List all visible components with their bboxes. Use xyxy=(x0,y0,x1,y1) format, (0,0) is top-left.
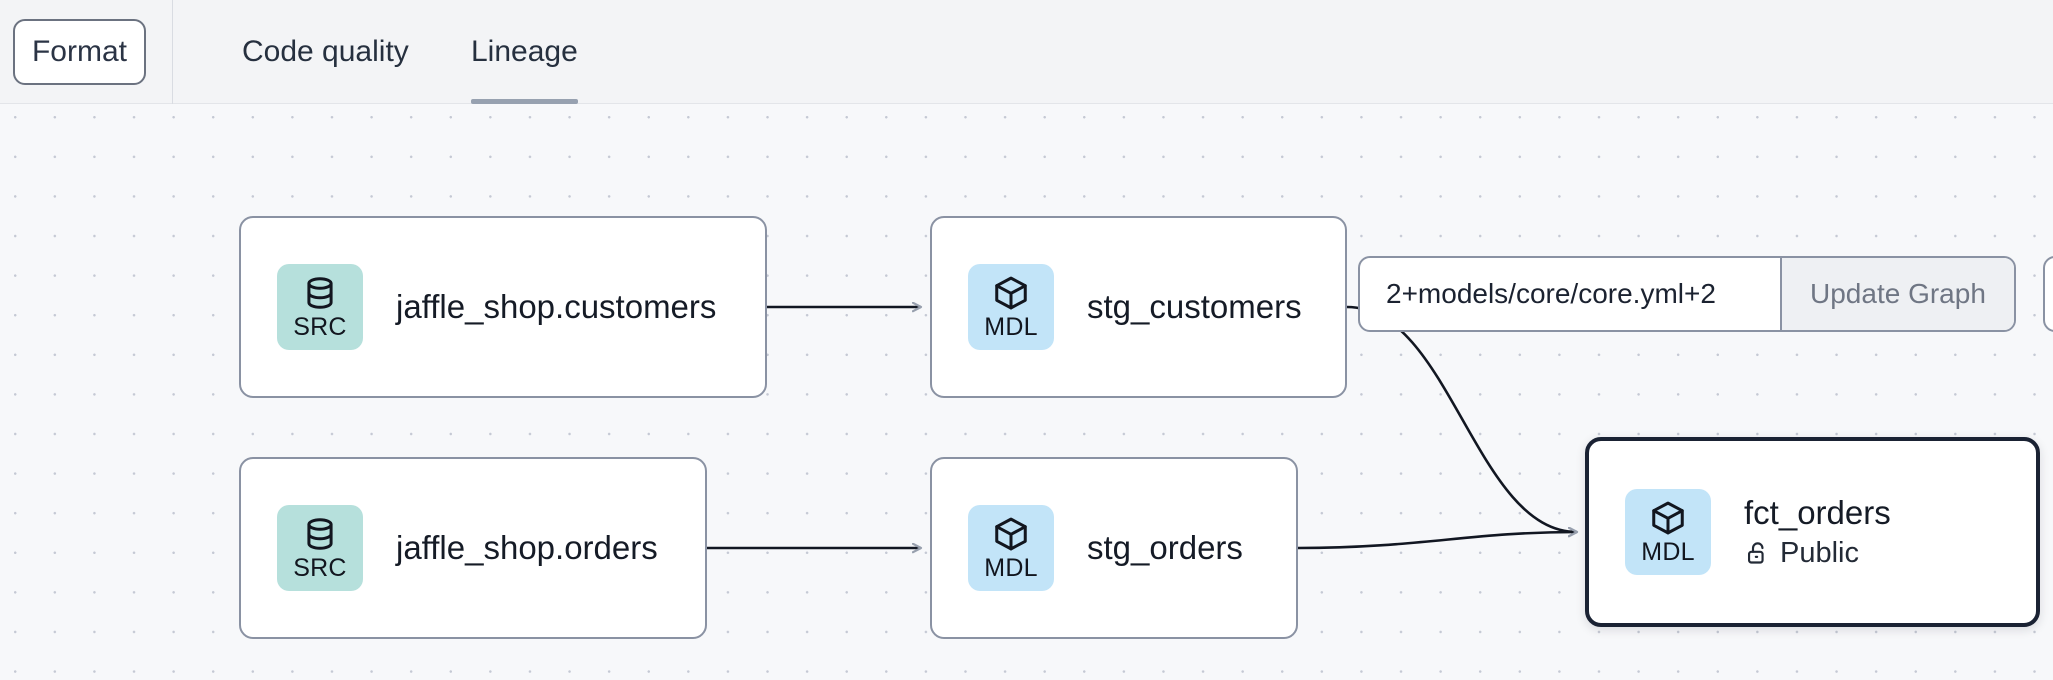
tab-active-indicator xyxy=(471,99,578,104)
node-title: stg_orders xyxy=(1087,529,1243,567)
source-badge: SRC xyxy=(277,264,363,350)
node-body: jaffle_shop.customers xyxy=(396,288,716,326)
node-title: fct_orders xyxy=(1744,493,1891,531)
cube-icon xyxy=(992,515,1030,553)
graph-selector-control[interactable]: Update Graph xyxy=(1358,256,2016,332)
lineage-node-fct-orders[interactable]: MDL fct_orders Public xyxy=(1585,437,2040,627)
graph-selector-input[interactable] xyxy=(1360,258,1780,330)
model-badge-label: MDL xyxy=(1641,538,1695,566)
node-body: stg_orders xyxy=(1087,529,1243,567)
source-badge: SRC xyxy=(277,505,363,591)
node-body: stg_customers xyxy=(1087,288,1302,326)
model-badge: MDL xyxy=(968,264,1054,350)
node-body: jaffle_shop.orders xyxy=(396,529,658,567)
database-icon xyxy=(301,515,339,553)
tab-lineage-label: Lineage xyxy=(471,35,578,68)
update-graph-button[interactable]: Update Graph xyxy=(1780,258,2014,330)
node-title: jaffle_shop.customers xyxy=(396,288,717,326)
node-access-label: Public xyxy=(1780,537,1859,570)
lineage-node-src-customers[interactable]: SRC jaffle_shop.customers xyxy=(239,216,767,398)
edge-stg-customers-to-fct-orders xyxy=(1346,305,1577,532)
edge-stg-orders-to-fct-orders xyxy=(1297,532,1577,550)
unlock-icon xyxy=(1744,540,1771,567)
model-badge: MDL xyxy=(968,505,1054,591)
node-title: jaffle_shop.orders xyxy=(396,529,658,567)
source-badge-label: SRC xyxy=(293,313,347,341)
model-badge-label: MDL xyxy=(984,313,1038,341)
model-badge: MDL xyxy=(1625,489,1711,575)
cube-icon xyxy=(1649,499,1687,537)
lineage-node-stg-customers[interactable]: MDL stg_customers xyxy=(930,216,1347,398)
source-badge-label: SRC xyxy=(293,554,347,582)
lineage-canvas[interactable]: SRC jaffle_shop.customers SRC jaffle_sho… xyxy=(0,104,2053,680)
tab-code-quality-label: Code quality xyxy=(242,35,409,68)
toolbar-divider xyxy=(172,0,173,104)
toolbar: Format Code quality Lineage xyxy=(0,0,2053,104)
node-body: fct_orders Public xyxy=(1744,494,1891,571)
database-icon xyxy=(301,274,339,312)
lineage-node-src-orders[interactable]: SRC jaffle_shop.orders xyxy=(239,457,707,639)
cube-icon xyxy=(992,274,1030,312)
tab-code-quality[interactable]: Code quality xyxy=(242,0,409,104)
graph-control-overflow[interactable] xyxy=(2043,256,2053,332)
model-badge-label: MDL xyxy=(984,554,1038,582)
node-access-status: Public xyxy=(1744,537,1891,570)
node-title: stg_customers xyxy=(1087,288,1302,326)
lineage-node-stg-orders[interactable]: MDL stg_orders xyxy=(930,457,1298,639)
format-button[interactable]: Format xyxy=(13,19,146,85)
tab-lineage[interactable]: Lineage xyxy=(471,0,578,104)
